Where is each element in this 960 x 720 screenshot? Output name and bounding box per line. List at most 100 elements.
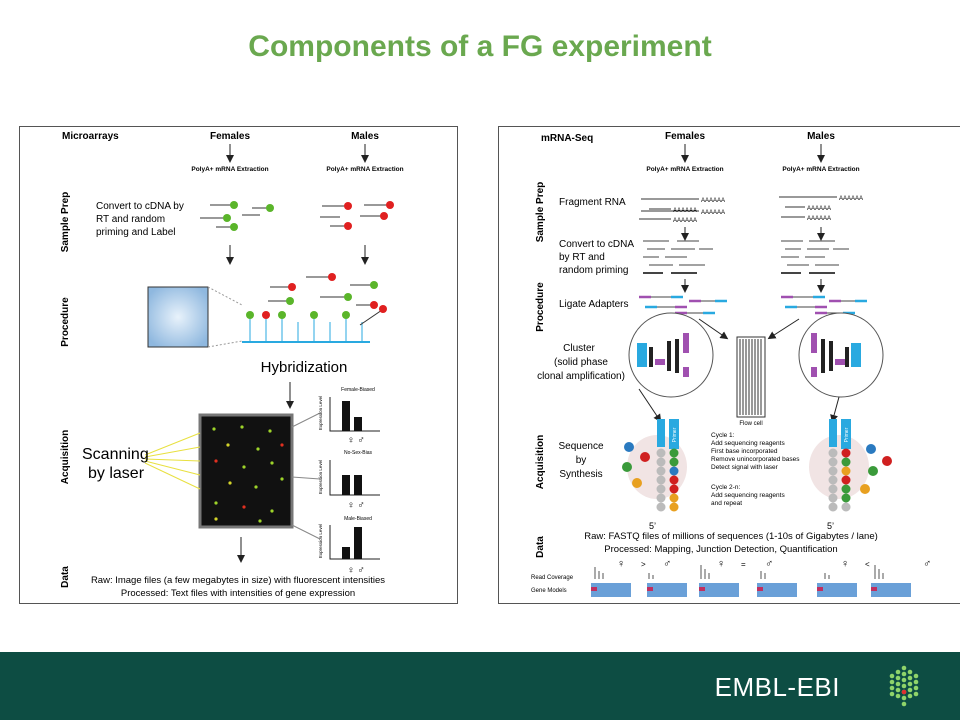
left-male-extraction: PolyA+ mRNA Extraction (326, 166, 403, 173)
right-male-extraction: PolyA+ mRNA Extraction (782, 166, 859, 173)
right-stage-acquisition: Acquisition (535, 435, 546, 489)
left-males-label: Males (351, 131, 379, 142)
female-labelled-cdna (200, 201, 274, 231)
expression-chart-nobias: No-Sex-Bias Expression Level ♀ ♂ (291, 450, 380, 511)
svg-text:♂: ♂ (663, 558, 671, 570)
svg-text:Primer: Primer (844, 427, 850, 442)
right-males-label: Males (807, 131, 835, 142)
expression-chart-female: Female-Biased Expression Level ♀ ♂ (291, 387, 380, 446)
svg-text:♀: ♀ (717, 558, 725, 570)
svg-text:AAAAAA: AAAAAA (701, 210, 725, 216)
svg-text:♀: ♀ (617, 558, 625, 570)
cdna-fragments (643, 240, 849, 274)
svg-text:>: > (641, 560, 646, 569)
microarray-diagram: Microarrays Females Males PolyA+ mRNA Ex… (60, 131, 404, 599)
right-stage-procedure: Procedure (535, 282, 546, 332)
array-spots (212, 425, 284, 523)
expression-chart-male: Male-Biased Expression Level ♀ ♂ (291, 516, 380, 576)
mrnaseq-diagram: mRNA-Seq Females Males PolyA+ mRNA Extra… (531, 131, 931, 597)
svg-text:Expression Level: Expression Level (318, 524, 323, 558)
mrnaseq-panel: mRNA-Seq Females Males PolyA+ mRNA Extra… (498, 126, 960, 604)
left-convert-line1: Convert to cDNA by (96, 201, 184, 212)
adapter-fragments (639, 295, 867, 315)
cycle-instructions: Cycle 1: Add sequencing reagents First b… (711, 432, 800, 507)
flow-cell-lanes (739, 339, 762, 415)
svg-text:<: < (865, 560, 870, 569)
cluster-line3: clonal amplification) (537, 371, 625, 382)
cluster-line1: Cluster (563, 343, 595, 354)
microarray-header: Microarrays (62, 131, 119, 142)
svg-text:Cycle 2-n:: Cycle 2-n: (711, 484, 740, 491)
svg-text:5’: 5’ (827, 521, 834, 531)
footer-bar: EMBL-EBI (0, 652, 960, 720)
svg-text:AAAAAA: AAAAAA (673, 218, 697, 224)
svg-text:No-Sex-Bias: No-Sex-Bias (344, 450, 373, 456)
svg-text:Add sequencing reagents: Add sequencing reagents (711, 492, 785, 499)
left-data-processed: Processed: Text files with intensities o… (121, 588, 355, 599)
left-convert-line2: RT and random (96, 214, 165, 225)
left-stage-procedure: Procedure (60, 297, 71, 347)
hybridization-probes (242, 273, 387, 343)
left-females-label: Females (210, 131, 250, 142)
sequence-line1: Sequence (558, 441, 603, 452)
right-stage-data: Data (535, 536, 546, 558)
svg-text:AAAAAA: AAAAAA (701, 198, 725, 204)
svg-text:5’: 5’ (649, 521, 656, 531)
svg-text:Expression Level: Expression Level (318, 460, 323, 494)
left-female-extraction: PolyA+ mRNA Extraction (191, 166, 268, 173)
svg-text:♀ ♂: ♀ ♂ (347, 565, 365, 576)
svg-text:♀ ♂: ♀ ♂ (347, 435, 365, 446)
right-female-extraction: PolyA+ mRNA Extraction (646, 166, 723, 173)
flow-cell (736, 336, 766, 418)
svg-text:Cycle 1:: Cycle 1: (711, 432, 735, 439)
right-stage-sample-prep: Sample Prep (535, 182, 546, 243)
left-stage-acquisition: Acquisition (60, 430, 71, 484)
cluster-zoom-right (798, 312, 884, 398)
sequence-line3: Synthesis (559, 469, 602, 480)
svg-text:Detect signal with laser: Detect signal with laser (711, 464, 779, 471)
right-females-label: Females (665, 131, 705, 142)
svg-text:♀: ♀ (841, 558, 849, 570)
scanned-array (198, 413, 294, 529)
right-convert-line1: Convert to cDNA (559, 239, 634, 250)
svg-text:AAAAAA: AAAAAA (807, 216, 831, 222)
coverage-tracks (591, 565, 911, 597)
ligate-adapters-label: Ligate Adapters (559, 299, 629, 310)
sequencing-right: Primer 5’ (809, 419, 892, 531)
svg-text:Remove unincorporated bases: Remove unincorporated bases (711, 456, 800, 463)
embl-ebi-logo-text: EMBL-EBI (714, 672, 840, 702)
hybridization-label: Hybridization (261, 359, 348, 376)
scanning-line2: by laser (88, 465, 145, 482)
sequencing-left: Primer 5’ (622, 419, 687, 531)
track-label-coverage: Read Coverage (531, 575, 574, 581)
svg-text:Expression Level: Expression Level (318, 396, 323, 430)
right-data-processed: Processed: Mapping, Junction Detection, … (604, 544, 837, 555)
fragment-rna-label: Fragment RNA (559, 197, 626, 208)
cluster-line2: (solid phase (554, 357, 608, 368)
track-label-gene-models: Gene Models (531, 588, 567, 594)
svg-text:AAAAAA: AAAAAA (839, 196, 863, 202)
comparison-symbols: ♀ > ♂ ♀ = ♂ ♀ < ♂ (617, 558, 931, 570)
male-labelled-cdna (320, 201, 394, 230)
svg-text:♂: ♂ (765, 558, 773, 570)
svg-text:Male-Biased: Male-Biased (344, 516, 372, 522)
svg-text:AAAAAA: AAAAAA (807, 206, 831, 212)
right-data-raw: Raw: FASTQ files of millions of sequence… (584, 531, 878, 542)
cluster-left-strands (637, 333, 689, 377)
svg-text:First base incorporated: First base incorporated (711, 448, 778, 455)
svg-text:♀ ♂: ♀ ♂ (347, 500, 365, 511)
svg-text:and repeat: and repeat (711, 500, 742, 507)
laser-beams (144, 432, 201, 490)
flow-cell-label: Flow cell (739, 421, 762, 427)
sequence-line2: by (576, 455, 587, 466)
svg-text:Primer: Primer (672, 427, 678, 442)
svg-text:Female-Biased: Female-Biased (341, 387, 375, 393)
svg-text:=: = (741, 560, 746, 569)
left-data-raw: Raw: Image files (a few megabytes in siz… (91, 575, 385, 586)
male-fragments: AAAAAA AAAAAA AAAAAA (779, 196, 863, 222)
svg-text:♂: ♂ (923, 558, 931, 570)
right-convert-line3: random priming (559, 265, 628, 276)
right-convert-line2: by RT and (559, 252, 605, 263)
scanning-line1: Scanning (82, 446, 149, 463)
left-stage-sample-prep: Sample Prep (60, 192, 71, 253)
